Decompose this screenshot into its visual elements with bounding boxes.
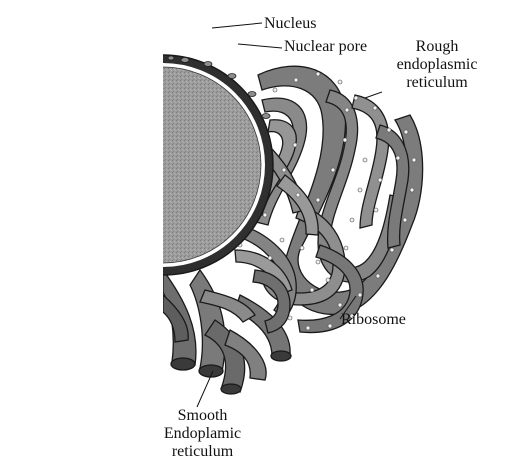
label-nuclear-pore: Nuclear pore xyxy=(284,38,368,55)
label-ribosome: Ribosome xyxy=(341,311,406,328)
smooth-er xyxy=(163,268,292,395)
rough-er xyxy=(199,65,424,334)
label-nucleus: Nucleus xyxy=(264,15,317,32)
label-rough-er-line1: Rough xyxy=(415,38,459,55)
label-rough-er-line2: endoplasmic xyxy=(396,56,478,73)
ribosomes xyxy=(219,71,417,331)
label-smooth-er-line1: Smooth xyxy=(177,407,228,424)
nucleus xyxy=(163,63,265,267)
label-smooth-er: Smooth Endoplamic reticulum xyxy=(140,407,265,461)
label-rough-er: Rough endoplasmic reticulum xyxy=(372,38,502,92)
leader-lines xyxy=(196,22,383,408)
nuclear-pores xyxy=(167,55,271,119)
label-smooth-er-line2: Endoplamic xyxy=(163,425,242,442)
label-rough-er-line3: reticulum xyxy=(406,74,468,91)
label-smooth-er-line3: reticulum xyxy=(171,443,234,460)
